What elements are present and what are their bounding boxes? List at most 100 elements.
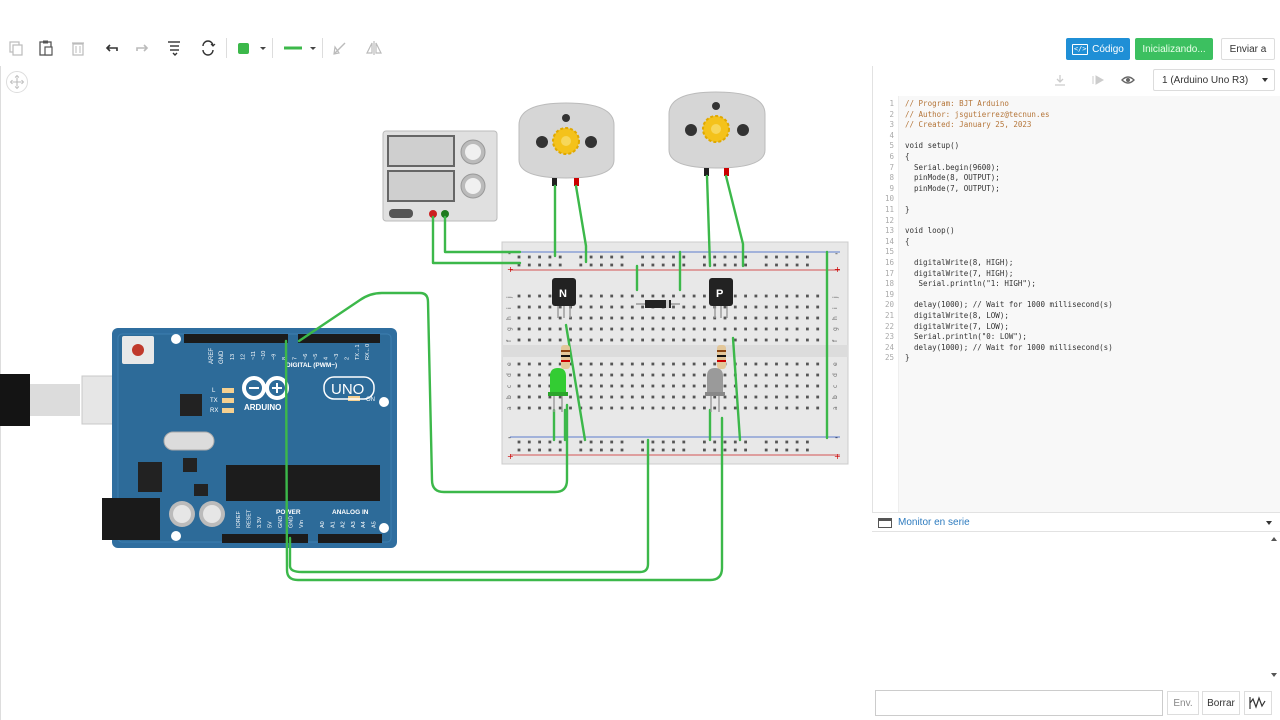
breadboard-hole[interactable] [795,406,799,410]
breadboard-hole[interactable] [558,263,562,267]
breadboard-hole[interactable] [795,294,799,298]
breadboard-hole[interactable] [538,305,541,309]
breadboard-hole[interactable] [517,327,521,331]
breadboard-hole[interactable] [723,327,727,331]
breadboard-hole[interactable] [672,263,675,267]
breadboard-hole[interactable] [744,327,747,331]
breadboard-hole[interactable] [610,406,614,410]
breadboard-hole[interactable] [744,448,747,452]
breadboard-hole[interactable] [682,384,686,388]
breadboard-hole[interactable] [723,440,727,444]
breadboard-hole[interactable] [754,305,758,309]
chevron-down-icon[interactable] [1266,521,1272,525]
breadboard-hole[interactable] [775,263,778,267]
line-style-icon[interactable] [280,36,320,60]
breadboard-hole[interactable] [764,263,768,267]
breadboard-hole[interactable] [672,316,675,320]
breadboard-hole[interactable] [589,384,593,388]
breadboard-hole[interactable] [651,316,655,320]
breadboard-hole[interactable] [713,448,717,452]
breadboard-hole[interactable] [764,362,768,366]
breadboard-hole[interactable] [764,316,768,320]
breadboard-hole[interactable] [517,362,521,366]
breadboard-hole[interactable] [589,406,593,410]
breadboard-hole[interactable] [692,384,696,388]
breadboard-hole[interactable] [775,316,778,320]
breadboard-hole[interactable] [672,406,675,410]
breadboard-hole[interactable] [744,395,747,399]
breadboard-hole[interactable] [630,338,634,342]
breadboard-hole[interactable] [661,263,665,267]
breadboard-hole[interactable] [569,373,572,377]
breadboard-hole[interactable] [600,305,603,309]
breadboard-hole[interactable] [600,294,603,298]
breadboard-hole[interactable] [610,294,614,298]
breadboard-hole[interactable] [661,362,665,366]
breadboard-hole[interactable] [548,395,552,399]
breadboard-hole[interactable] [795,440,799,444]
flip-icon[interactable] [362,36,386,60]
breadboard-hole[interactable] [579,255,583,259]
breadboard-hole[interactable] [610,263,614,267]
breadboard-hole[interactable] [795,395,799,399]
breadboard-hole[interactable] [733,316,737,320]
breadboard-hole[interactable] [806,316,809,320]
breadboard-hole[interactable] [600,384,603,388]
breadboard-hole[interactable] [527,373,531,377]
breadboard-hole[interactable] [661,327,665,331]
breadboard-hole[interactable] [548,384,552,388]
breadboard-hole[interactable] [527,294,531,298]
breadboard-hole[interactable] [723,255,727,259]
wires[interactable] [284,174,829,582]
breadboard-hole[interactable] [795,316,799,320]
resistor-2[interactable] [717,345,726,369]
breadboard-hole[interactable] [538,338,541,342]
breadboard-hole[interactable] [558,255,562,259]
breadboard-hole[interactable] [806,395,809,399]
breadboard-hole[interactable] [538,448,541,452]
breadboard-hole[interactable] [610,395,614,399]
breadboard-hole[interactable] [579,362,583,366]
breadboard-hole[interactable] [558,406,562,410]
breadboard-hole[interactable] [600,263,603,267]
breadboard-hole[interactable] [723,338,727,342]
breadboard-hole[interactable] [785,362,789,366]
breadboard-hole[interactable] [775,362,778,366]
breadboard-hole[interactable] [641,406,644,410]
breadboard-hole[interactable] [672,362,675,366]
breadboard-hole[interactable] [806,327,809,331]
clear-button[interactable]: Borrar [1202,691,1240,715]
breadboard-hole[interactable] [651,440,655,444]
breadboard-hole[interactable] [538,395,541,399]
breadboard-hole[interactable] [589,327,593,331]
breadboard-hole[interactable] [558,395,562,399]
breadboard-hole[interactable] [795,448,799,452]
breadboard-hole[interactable] [651,373,655,377]
breadboard-hole[interactable] [703,362,706,366]
breadboard-hole[interactable] [703,406,706,410]
breadboard-hole[interactable] [723,316,727,320]
breadboard-hole[interactable] [713,406,717,410]
breadboard-hole[interactable] [672,384,675,388]
breadboard-hole[interactable] [600,448,603,452]
breadboard-hole[interactable] [775,406,778,410]
breadboard-hole[interactable] [558,440,562,444]
breadboard-hole[interactable] [806,440,809,444]
breadboard-hole[interactable] [744,294,747,298]
breadboard-hole[interactable] [703,294,706,298]
breadboard-hole[interactable] [600,440,603,444]
breadboard-hole[interactable] [548,327,552,331]
notes-icon[interactable] [162,36,186,60]
breadboard-hole[interactable] [672,373,675,377]
breadboard-hole[interactable] [682,362,686,366]
breadboard-hole[interactable] [641,305,644,309]
breadboard-hole[interactable] [651,294,655,298]
breadboard-hole[interactable] [785,373,789,377]
breadboard-hole[interactable] [744,384,747,388]
breadboard-hole[interactable] [538,327,541,331]
breadboard-hole[interactable] [600,395,603,399]
breadboard-hole[interactable] [806,294,809,298]
breadboard-hole[interactable] [548,406,552,410]
breadboard-hole[interactable] [527,440,531,444]
